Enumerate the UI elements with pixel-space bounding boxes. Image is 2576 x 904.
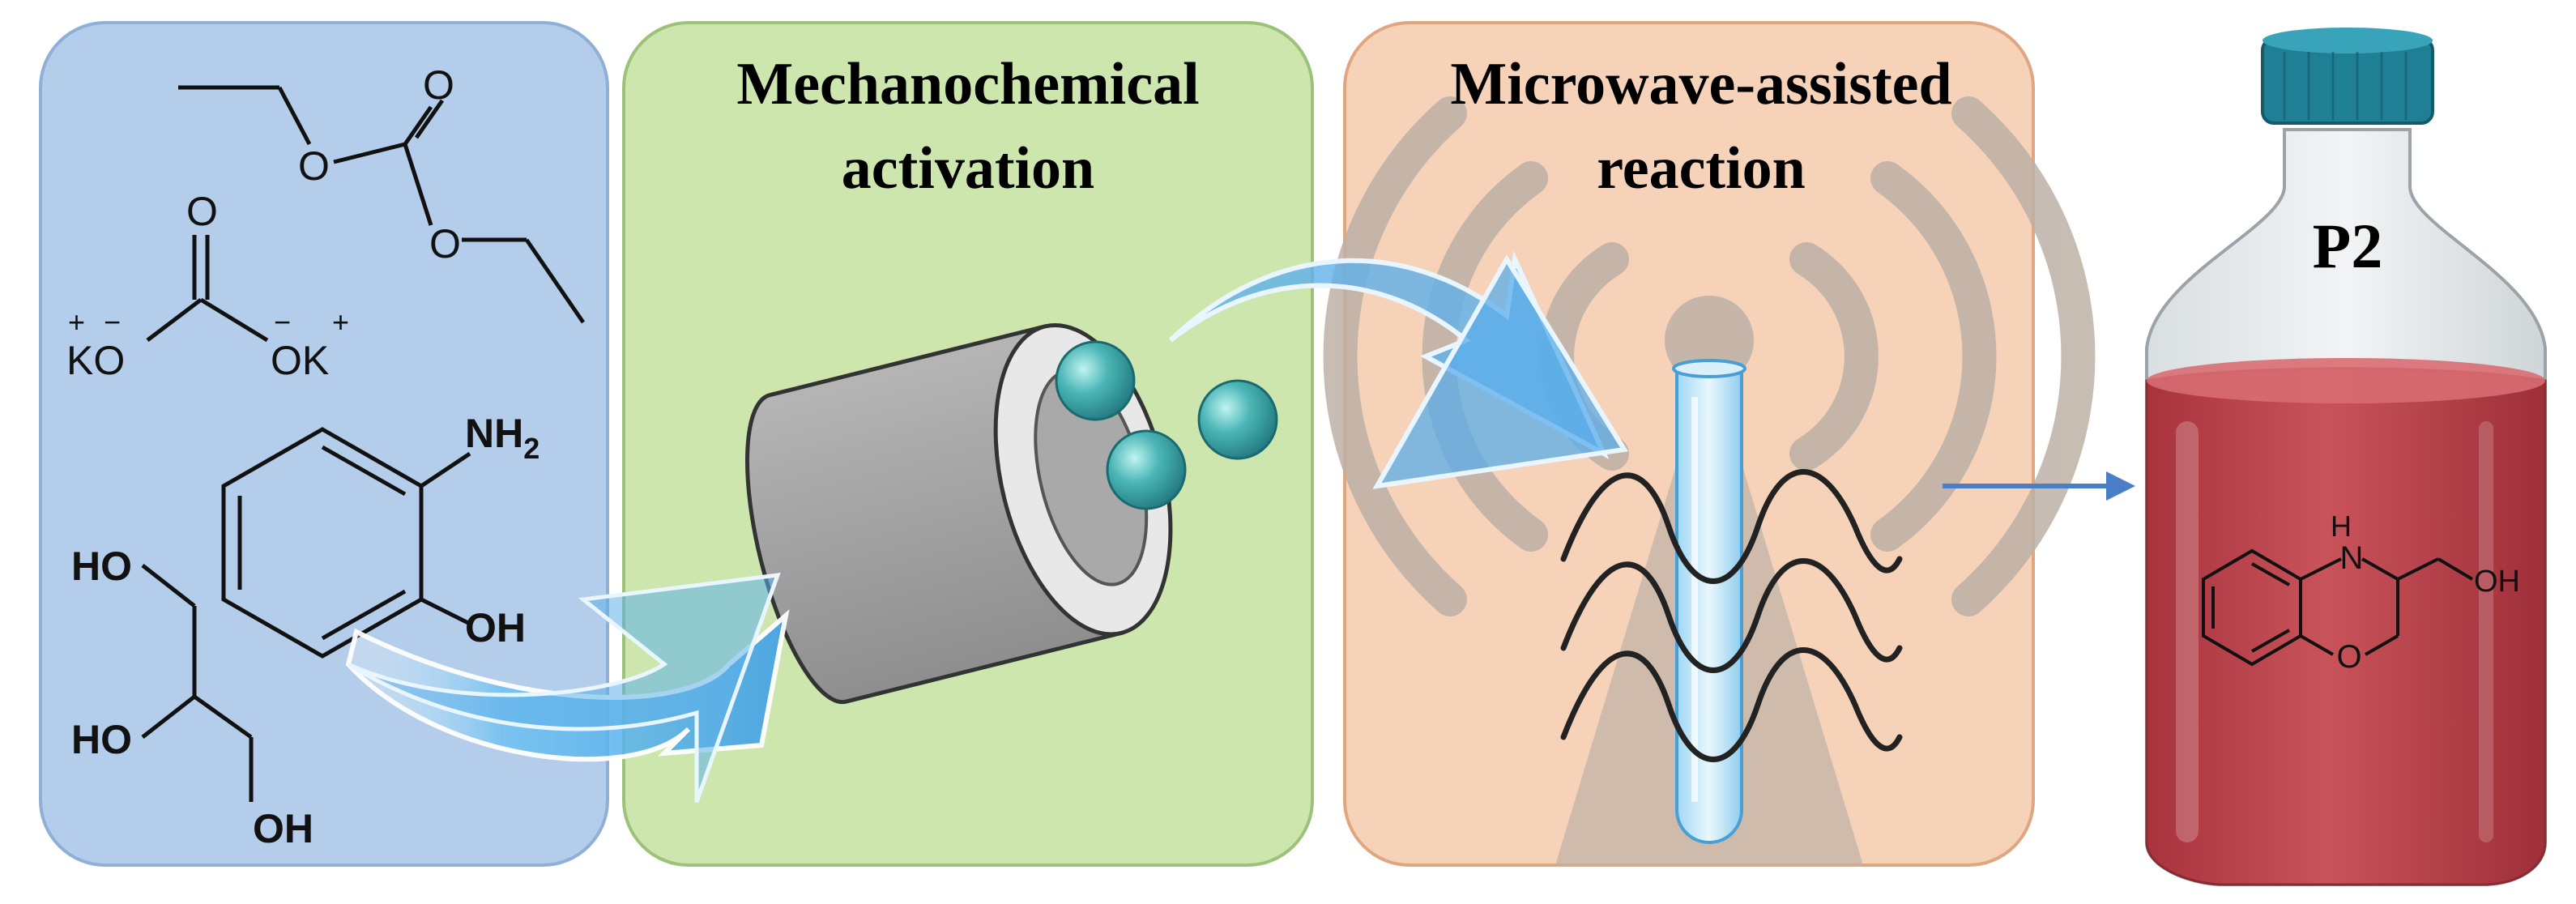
aminophenol-oh: OH [465,605,526,650]
glycerol-oh-bottom: OH [253,806,313,851]
k2co3-left-plus: + [68,305,85,339]
carbonate-o-top: O [423,62,454,108]
k2co3-right-minus: − [274,305,291,339]
aminophenol-nh2: NH2 [465,411,540,465]
k2co3-right-label: OK [271,338,329,383]
reactants-panel [39,21,609,867]
diethyl-carbonate-structure [178,85,586,324]
product-label: P2 [2313,211,2383,281]
test-tube-icon [1672,359,1746,844]
potassium-carbonate-structure [146,235,269,343]
glycerol-structure [141,564,254,802]
microwave-title-line2: reaction [1597,135,1806,202]
benzoxazine-structure [2202,548,2474,667]
k2co3-o-top: O [186,189,218,234]
carbonate-o-left: O [298,143,330,189]
arrow-to-product [1943,471,2135,501]
microwave-title-line1: Microwave-assisted [1450,51,1951,117]
benzoxazine-o: O [2336,639,2361,675]
mechano-title-line1: Mechanochemical [736,51,1199,117]
reagent-bottle-icon [2145,28,2547,886]
wave-icon [1560,469,1903,762]
k2co3-right-plus: + [332,305,349,339]
benzoxazine-oh: OH [2474,565,2520,599]
k2co3-left-minus: − [104,305,121,339]
glycerol-oh-mid: HO [71,717,132,762]
benzoxazine-h: H [2331,510,2352,543]
glycerol-oh-top: HO [71,544,132,589]
aminophenol-structure [221,427,471,659]
k2co3-left-label: KO [66,338,125,383]
mechano-title-line2: activation [842,135,1094,202]
carbonate-o-right: O [429,221,461,267]
curved-arrow-to-microwave [1168,250,1628,489]
milling-ball-icon [1055,340,1136,421]
milling-ball-icon [1197,379,1278,460]
curved-arrow-to-mill [345,573,790,803]
milling-ball-icon [1106,429,1187,510]
benzoxazine-n: N [2340,540,2364,576]
